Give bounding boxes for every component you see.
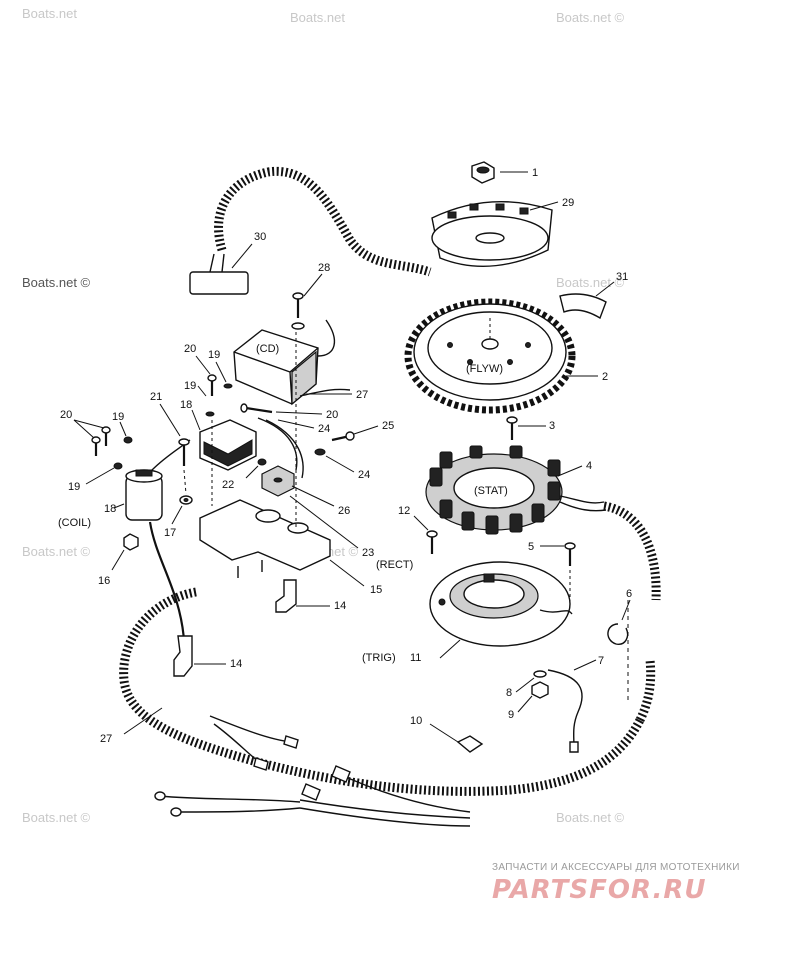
callout-23: 23 xyxy=(362,547,374,559)
callout-20c: 20 xyxy=(60,409,72,421)
callout-3: 3 xyxy=(549,420,555,432)
part-19-washer xyxy=(205,411,215,417)
callout-11: 11 xyxy=(410,652,421,664)
watermark: Boats.net xyxy=(22,6,77,21)
part-5-screw xyxy=(564,542,576,566)
part-22-screw xyxy=(257,458,267,466)
callout-22: 22 xyxy=(222,479,234,491)
part-24-washer xyxy=(314,448,326,456)
part-16-nut xyxy=(123,533,139,551)
watermark: Boats.net © xyxy=(22,544,91,559)
callout-19c: 19 xyxy=(112,411,124,423)
callout-27a: 27 xyxy=(356,389,368,401)
callout-6: 6 xyxy=(626,588,632,600)
callout-18b: 18 xyxy=(104,503,116,515)
label-stat: (STAT) xyxy=(474,485,508,497)
part-4-stator xyxy=(425,445,607,535)
callout-25: 25 xyxy=(382,420,394,432)
part-11-trigger xyxy=(429,561,573,647)
part-23-rectifier xyxy=(261,465,295,497)
part-31-flywheel-key xyxy=(559,293,607,320)
part-14-spark-boot xyxy=(173,635,193,677)
part-3-screw xyxy=(506,416,518,440)
watermark: Boats.net © xyxy=(22,810,91,825)
part-7-ground-lead xyxy=(547,669,583,753)
callout-15: 15 xyxy=(370,584,382,596)
label-trig: (TRIG) xyxy=(362,652,396,664)
callout-12: 12 xyxy=(398,505,410,517)
callout-31: 31 xyxy=(616,271,628,283)
callout-20a: 20 xyxy=(184,343,196,355)
callout-19b: 19 xyxy=(184,380,196,392)
callout-8: 8 xyxy=(506,687,512,699)
callout-1: 1 xyxy=(532,167,538,179)
callout-16: 16 xyxy=(98,575,110,587)
callout-21: 21 xyxy=(150,391,162,403)
part-19-washer xyxy=(223,383,233,389)
part-2-flywheel xyxy=(404,298,576,414)
part-28-screw xyxy=(291,292,305,330)
callout-18: 18 xyxy=(180,399,192,411)
part-8-washer xyxy=(533,670,547,678)
label-flyw: (FLYW) xyxy=(466,363,503,375)
callout-26: 26 xyxy=(338,505,350,517)
brand-logo: PARTSFOR.RU xyxy=(492,875,707,905)
part-12-screw xyxy=(426,530,438,554)
part-19-washer xyxy=(113,436,133,470)
part-25-screw xyxy=(331,431,355,442)
callout-24b: 24 xyxy=(358,469,370,481)
callout-4: 4 xyxy=(586,460,592,472)
part-15-mounting-plate xyxy=(199,499,331,578)
part-9-nut xyxy=(531,681,549,699)
watermark: Boats.net xyxy=(290,10,345,25)
callout-29: 29 xyxy=(562,197,574,209)
part-29-flywheel-cup xyxy=(431,200,553,267)
part-20-screw xyxy=(207,374,217,396)
part-6-clip xyxy=(607,623,629,645)
part-21-screw xyxy=(178,438,190,466)
brand-tagline: ЗАПЧАСТИ И АКСЕССУАРЫ ДЛЯ МОТОТЕХНИКИ xyxy=(492,862,740,873)
callout-27b: 27 xyxy=(100,733,112,745)
callout-14b: 14 xyxy=(230,658,242,670)
part-10-clamp xyxy=(456,735,484,753)
callout-19a: 19 xyxy=(208,349,220,361)
label-cd: (CD) xyxy=(256,343,279,355)
callout-2: 2 xyxy=(602,371,608,383)
cd-module xyxy=(233,319,351,406)
callout-14a: 14 xyxy=(334,600,346,612)
part-20-screw xyxy=(240,403,273,414)
callout-28: 28 xyxy=(318,262,330,274)
callout-10: 10 xyxy=(410,715,422,727)
watermark: Boats.net © xyxy=(556,810,625,825)
callout-24a: 24 xyxy=(318,423,330,435)
part-27-wire-harness xyxy=(119,587,645,827)
part-18-ignition-coil xyxy=(125,439,191,521)
label-coil: (COIL) xyxy=(58,517,91,529)
part-1-flywheel-nut xyxy=(471,161,495,184)
part-18-coil-pack xyxy=(199,419,257,471)
callout-9: 9 xyxy=(508,709,514,721)
callout-17: 17 xyxy=(164,527,176,539)
callout-7: 7 xyxy=(598,655,604,667)
label-rect: (RECT) xyxy=(376,559,413,571)
part-30-cable-with-plug xyxy=(189,166,432,295)
callout-30: 30 xyxy=(254,231,266,243)
watermark: Boats.net © xyxy=(556,10,625,25)
part-17-washer xyxy=(179,495,193,505)
part-14-spark-boot xyxy=(275,579,297,613)
watermark: Boats.net © xyxy=(556,275,625,290)
part-20-screw xyxy=(91,426,111,456)
callout-19d: 19 xyxy=(68,481,80,493)
watermark: Boats.net © xyxy=(22,275,91,290)
partsfor-brand-watermark: ЗАПЧАСТИ И АКСЕССУАРЫ ДЛЯ МОТОТЕХНИКИ PA… xyxy=(492,862,792,905)
callout-5: 5 xyxy=(528,541,534,553)
callout-20b: 20 xyxy=(326,409,338,421)
